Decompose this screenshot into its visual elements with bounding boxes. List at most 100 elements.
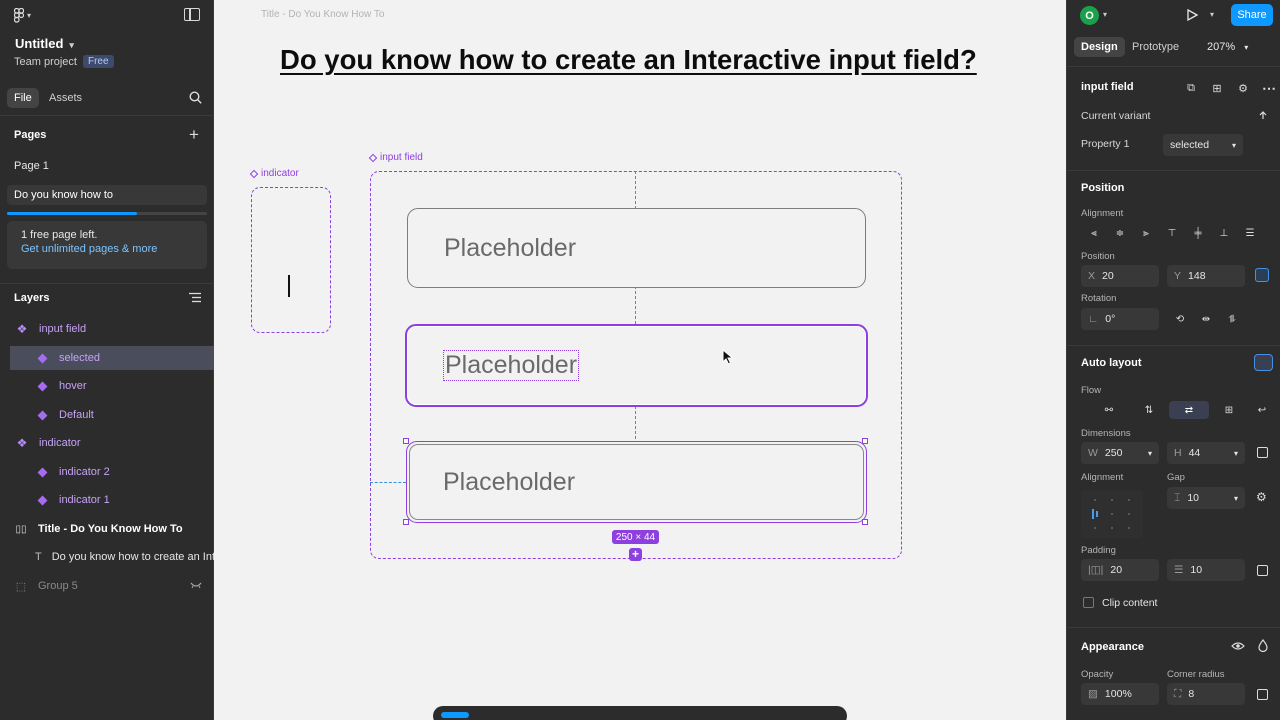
- adjust-icon[interactable]: ⚙: [1238, 82, 1248, 95]
- constraints-icon[interactable]: [1255, 268, 1269, 282]
- variants-grid-icon[interactable]: ⊞: [1212, 82, 1222, 95]
- flip-horizontal-icon[interactable]: ⇹: [1201, 313, 1211, 325]
- figma-logo-menu[interactable]: ▾: [14, 7, 40, 23]
- layer-label: Default: [59, 409, 94, 421]
- dimensions-label: Dimensions: [1081, 428, 1131, 439]
- component-actions: ⧉ ⊞ ⚙ ⋯: [1178, 79, 1280, 97]
- design-canvas[interactable]: Title - Do You Know How To Do you know h…: [214, 0, 1066, 720]
- layer-input-field[interactable]: ❖ input field: [0, 317, 214, 341]
- page-item[interactable]: Page 1: [14, 160, 49, 172]
- zoom-level[interactable]: 207% ▾: [1207, 41, 1249, 53]
- search-icon[interactable]: [189, 91, 202, 104]
- resize-handle[interactable]: [862, 519, 868, 525]
- layer-title-frame[interactable]: ▯▯ Title - Do You Know How To: [0, 517, 214, 541]
- grid-flow-icon[interactable]: ⊞: [1224, 404, 1234, 416]
- align-middle-icon[interactable]: ╪: [1194, 227, 1202, 239]
- opacity-icon: ▨: [1088, 688, 1098, 700]
- resize-handle[interactable]: [862, 438, 868, 444]
- layer-indicator-1[interactable]: indicator 1: [0, 488, 214, 512]
- chevron-down-icon[interactable]: ▾: [1103, 10, 1108, 19]
- right-sidebar: O ▾ ▾ Share Design Prototype 207% ▾ inpu…: [1066, 0, 1280, 720]
- distribute-icon[interactable]: ☰: [1245, 227, 1255, 239]
- add-variant-button[interactable]: +: [629, 548, 642, 561]
- avatar[interactable]: O: [1080, 6, 1099, 25]
- layer-text[interactable]: T Do you know how to create an Int: [0, 545, 215, 569]
- component-icon: [35, 495, 49, 505]
- gap-input[interactable]: ⌶10▾: [1167, 487, 1245, 509]
- move-tool-active[interactable]: [441, 712, 469, 718]
- page-quota-bar: [7, 212, 207, 215]
- align-bottom-icon[interactable]: ⊥: [1219, 227, 1229, 239]
- layer-hover[interactable]: hover: [0, 374, 214, 398]
- upgrade-link[interactable]: Get unlimited pages & more: [21, 243, 158, 255]
- align-right-icon[interactable]: ⫸: [1143, 227, 1149, 239]
- resize-to-fit-icon[interactable]: [1257, 447, 1268, 458]
- go-to-main-icon[interactable]: ⧉: [1187, 81, 1195, 94]
- more-icon[interactable]: ⋯: [1262, 79, 1276, 96]
- input-variant-selected[interactable]: Placeholder: [405, 324, 868, 407]
- bottom-toolbar[interactable]: [433, 706, 847, 720]
- padding-horizontal-input[interactable]: |◫|20: [1081, 559, 1159, 581]
- layers-list-icon[interactable]: [189, 292, 201, 303]
- reset-variant-icon[interactable]: [1257, 109, 1269, 121]
- layer-selected[interactable]: selected: [10, 346, 214, 370]
- auto-layout-toggle-icon[interactable]: [1254, 354, 1273, 371]
- align-left-icon[interactable]: ⫷: [1091, 227, 1097, 239]
- eye-icon[interactable]: [1231, 641, 1245, 651]
- position-label: Position: [1081, 251, 1115, 262]
- align-top-icon[interactable]: ⊤: [1167, 227, 1177, 239]
- resize-handle[interactable]: [403, 438, 409, 444]
- frame-label[interactable]: Title - Do You Know How To: [261, 9, 385, 20]
- tab-assets[interactable]: Assets: [49, 92, 83, 104]
- independent-corners-icon[interactable]: [1257, 689, 1268, 700]
- layer-indicator-2[interactable]: indicator 2: [0, 460, 214, 484]
- chevron-down-icon: ▾: [69, 40, 74, 50]
- rotation-input[interactable]: ∟0°: [1081, 308, 1159, 330]
- angle-icon: ∟: [1088, 313, 1099, 325]
- freeform-icon[interactable]: ⚯: [1104, 404, 1114, 416]
- layer-default[interactable]: Default: [0, 403, 214, 427]
- tab-file[interactable]: File: [7, 88, 39, 108]
- layer-label: hover: [59, 380, 87, 392]
- wrap-icon[interactable]: ↩: [1257, 404, 1267, 416]
- input-variant-default[interactable]: Placeholder: [407, 208, 866, 288]
- vertical-flow-icon[interactable]: ⇅: [1144, 404, 1154, 416]
- layer-indicator[interactable]: ❖ indicator: [0, 431, 214, 455]
- resize-handle[interactable]: [403, 519, 409, 525]
- alignment-grid[interactable]: [1081, 490, 1143, 538]
- indicator-label[interactable]: indicator: [249, 168, 299, 179]
- share-button[interactable]: Share: [1231, 4, 1273, 26]
- clip-content-checkbox[interactable]: [1083, 597, 1094, 608]
- input-field-label[interactable]: input field: [368, 152, 423, 163]
- sidebar-toggle-icon[interactable]: [184, 8, 200, 21]
- indicator-component-set[interactable]: [251, 187, 331, 333]
- file-name[interactable]: Untitled▾: [15, 36, 74, 51]
- layer-group-5[interactable]: ⬚ Group 5: [0, 574, 214, 598]
- advanced-settings-icon[interactable]: ⚙: [1256, 490, 1267, 504]
- tab-prototype[interactable]: Prototype: [1132, 41, 1180, 53]
- tab-design[interactable]: Design: [1074, 37, 1125, 57]
- hidden-eye-icon[interactable]: [190, 582, 202, 589]
- align-center-h-icon[interactable]: ≑: [1115, 227, 1125, 239]
- horizontal-padding-icon: |◫|: [1088, 564, 1104, 576]
- horizontal-flow-icon[interactable]: ⇄: [1169, 401, 1209, 419]
- droplet-icon[interactable]: [1258, 639, 1268, 652]
- property-select[interactable]: selected▾: [1163, 134, 1243, 156]
- individual-padding-icon[interactable]: [1257, 565, 1268, 576]
- input-variant-hover[interactable]: Placeholder: [406, 441, 867, 523]
- canvas-heading[interactable]: Do you know how to create an Interactive…: [280, 44, 977, 75]
- padding-vertical-input[interactable]: ☰10: [1167, 559, 1245, 581]
- play-icon[interactable]: [1186, 9, 1198, 21]
- layer-label: Group 5: [38, 580, 78, 592]
- chevron-down-icon[interactable]: ▾: [1210, 10, 1215, 19]
- rotate-icon[interactable]: ⟲: [1175, 313, 1185, 325]
- opacity-input[interactable]: ▨100%: [1081, 683, 1159, 705]
- flip-vertical-icon[interactable]: ⥮: [1228, 313, 1236, 325]
- corner-radius-input[interactable]: ⛶8: [1167, 683, 1245, 705]
- page-item-current[interactable]: Do you know how to: [7, 185, 207, 205]
- add-page-icon[interactable]: +: [189, 125, 199, 144]
